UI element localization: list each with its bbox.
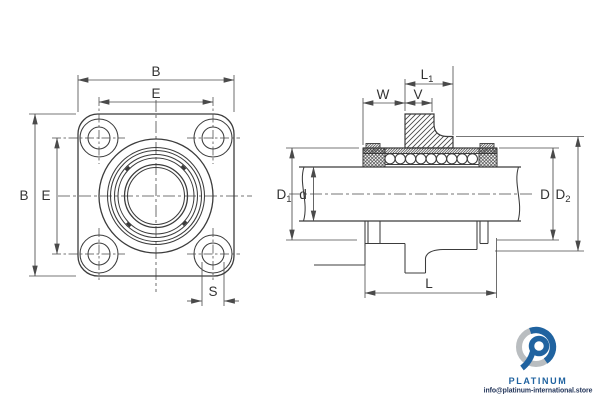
seal-right bbox=[478, 147, 498, 168]
dimension-D2: D2 bbox=[456, 136, 584, 252]
seal-tab-left bbox=[365, 143, 381, 149]
bolt-hole-top-right bbox=[187, 97, 240, 164]
bearing-circles bbox=[98, 138, 214, 254]
seal-tab-right bbox=[479, 143, 495, 149]
dim-label-D: D bbox=[540, 187, 550, 202]
logo-p-tail bbox=[520, 350, 536, 371]
bolt-hole-top-left bbox=[52, 97, 125, 164]
dim-label-E-left: E bbox=[41, 188, 50, 203]
bolt-hole-bottom-right bbox=[187, 228, 240, 280]
dimension-D1: D1 bbox=[276, 147, 359, 241]
logo-email-text: info@platinum-international.store bbox=[484, 388, 593, 395]
dim-label-L1: L1 bbox=[421, 67, 434, 85]
dim-label-S: S bbox=[208, 284, 217, 299]
shaft-break-left bbox=[301, 166, 306, 222]
dim-label-W: W bbox=[377, 87, 390, 102]
bearing-band bbox=[362, 143, 498, 168]
front-view: B E B E S bbox=[19, 64, 252, 306]
logo-mark bbox=[515, 326, 557, 371]
dim-label-V: V bbox=[413, 87, 422, 102]
dimension-E-left: E bbox=[41, 137, 60, 255]
section-view: L1 W V D1 d D bbox=[276, 66, 584, 298]
dim-label-d: d bbox=[299, 187, 307, 202]
dim-label-L: L bbox=[425, 276, 433, 291]
dim-label-D1: D1 bbox=[276, 187, 291, 205]
dim-label-B-left: B bbox=[19, 188, 28, 203]
dimension-S: S bbox=[187, 262, 239, 306]
shaft bbox=[299, 166, 521, 222]
dimension-E-top: E bbox=[98, 86, 214, 105]
dimension-W: W bbox=[362, 87, 406, 145]
dimension-B-left: B bbox=[19, 113, 76, 277]
logo-brand-text: PLATINUM bbox=[509, 376, 568, 386]
dimension-D: D bbox=[497, 147, 559, 241]
dim-label-D2: D2 bbox=[555, 187, 570, 205]
locking-collar bbox=[404, 113, 454, 149]
bearing-balls bbox=[384, 153, 479, 165]
dim-label-E-top: E bbox=[151, 86, 160, 101]
logo-p-bowl bbox=[528, 335, 550, 357]
dimension-L: L bbox=[364, 238, 497, 298]
bolt-hole-bottom-left bbox=[52, 228, 125, 280]
bolt-holes bbox=[52, 97, 240, 280]
logo: PLATINUM info@platinum-international.sto… bbox=[484, 326, 593, 395]
housing-lower-profile bbox=[314, 221, 489, 274]
logo-blue-arc bbox=[515, 326, 557, 368]
dimension-V: V bbox=[404, 87, 433, 112]
shaft-break-right bbox=[516, 166, 521, 222]
outer-ring-strip bbox=[363, 148, 497, 154]
seal-left bbox=[362, 147, 386, 168]
setscrew-tabs bbox=[115, 155, 197, 237]
dim-label-B-top: B bbox=[151, 64, 160, 79]
dimension-B-top: B bbox=[77, 64, 235, 112]
dimension-d: d bbox=[299, 166, 317, 222]
flange-outline bbox=[77, 113, 235, 277]
